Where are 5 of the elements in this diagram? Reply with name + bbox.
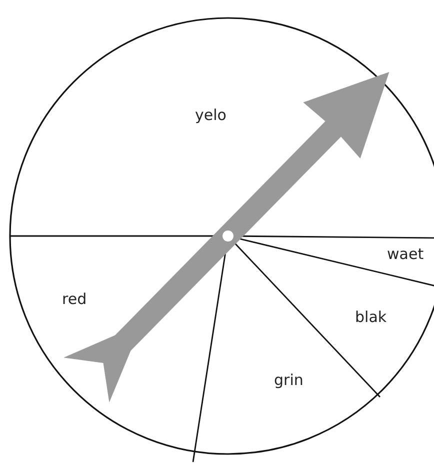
sector-label: yelo (195, 108, 226, 123)
sector-label: blak (355, 310, 387, 325)
sector-label: waet (387, 247, 424, 262)
sector-label: grin (274, 373, 304, 388)
sector-label: red (62, 292, 87, 307)
